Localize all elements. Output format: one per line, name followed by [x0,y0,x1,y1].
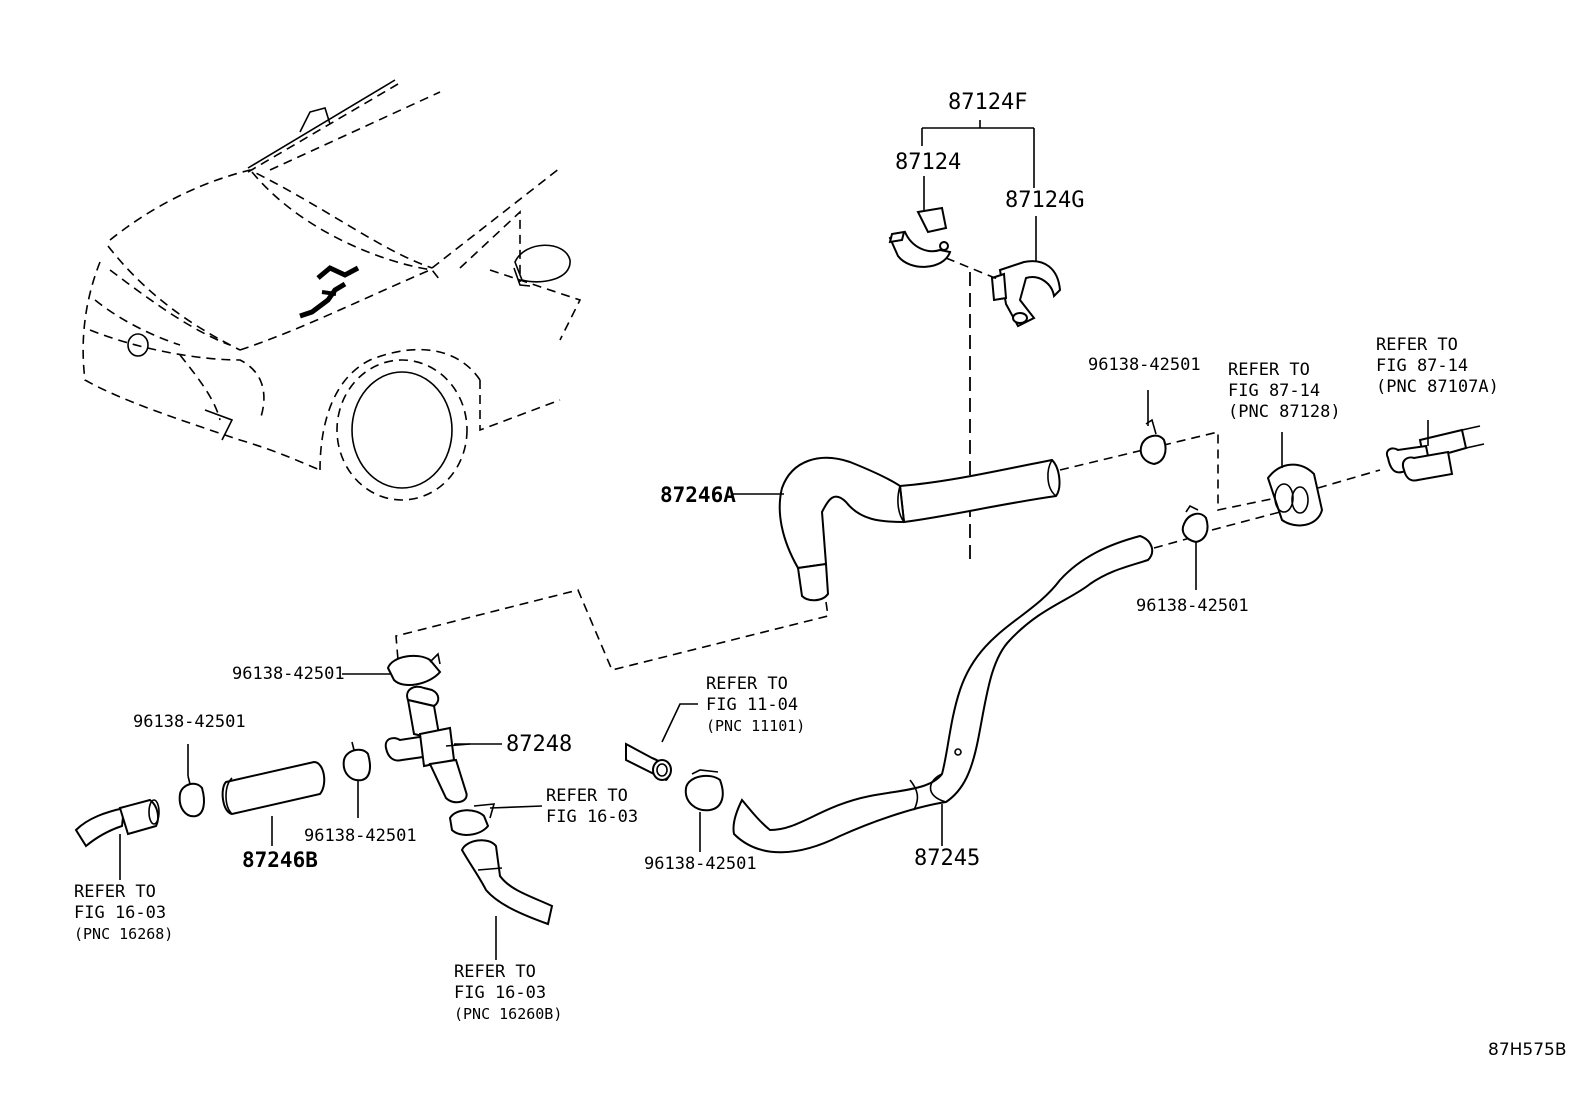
reference-fig-16-03-pnc-16268: REFER TO FIG 16-03 (PNC 16268) [74,882,174,943]
hose-87246B-drawing [221,760,326,816]
hose-clamp-drawings [178,418,1209,836]
vehicle-locator-illustration [82,79,582,501]
adjacent-hoses-drawing [74,742,672,926]
part-label-87246A: 87246A [660,483,736,507]
part-label-87248: 87248 [506,732,573,757]
part-label-87124: 87124 [895,150,962,175]
tee-joint-87248-drawing [384,685,471,804]
clip-label-bottom: 96138-42501 [644,854,757,874]
clip-label-left: 96138-42501 [133,712,246,732]
clip-label-tee-left: 96138-42501 [304,826,417,846]
reference-fig-16-03-mid: REFER TO FIG 16-03 [546,786,639,827]
clip-label-upper-right: 96138-42501 [1088,355,1201,375]
clip-label-tee-top: 96138-42501 [232,664,345,684]
clip-label-right: 96138-42501 [1136,596,1249,616]
reference-fig-16-03-pnc-16260B: REFER TO FIG 16-03 (PNC 16260B) [454,962,563,1023]
reference-fig-87-14-pnc-87128: REFER TO FIG 87-14 (PNC 87128) [1228,360,1341,422]
leader-lines [119,390,1283,960]
reference-fig-87-14-pnc-87107A: REFER TO FIG 87-14 (PNC 87107A) [1376,335,1499,397]
part-label-87246B: 87246B [242,848,318,872]
reference-fig-11-04: REFER TO FIG 11-04 (PNC 11101) [706,674,806,735]
figure-code: 87H575B [1488,1040,1567,1060]
heater-pipe-drawing [1266,420,1485,527]
bracket-87124-drawing [888,120,1062,328]
hose-87246A-drawing [778,456,1061,602]
part-label-87245: 87245 [914,846,981,871]
part-label-87124G: 87124G [1005,188,1085,213]
part-label-87124F: 87124F [948,90,1028,115]
hose-87245-drawing [732,534,1154,854]
hose-87246A-to-pipe-line [1059,430,1277,511]
